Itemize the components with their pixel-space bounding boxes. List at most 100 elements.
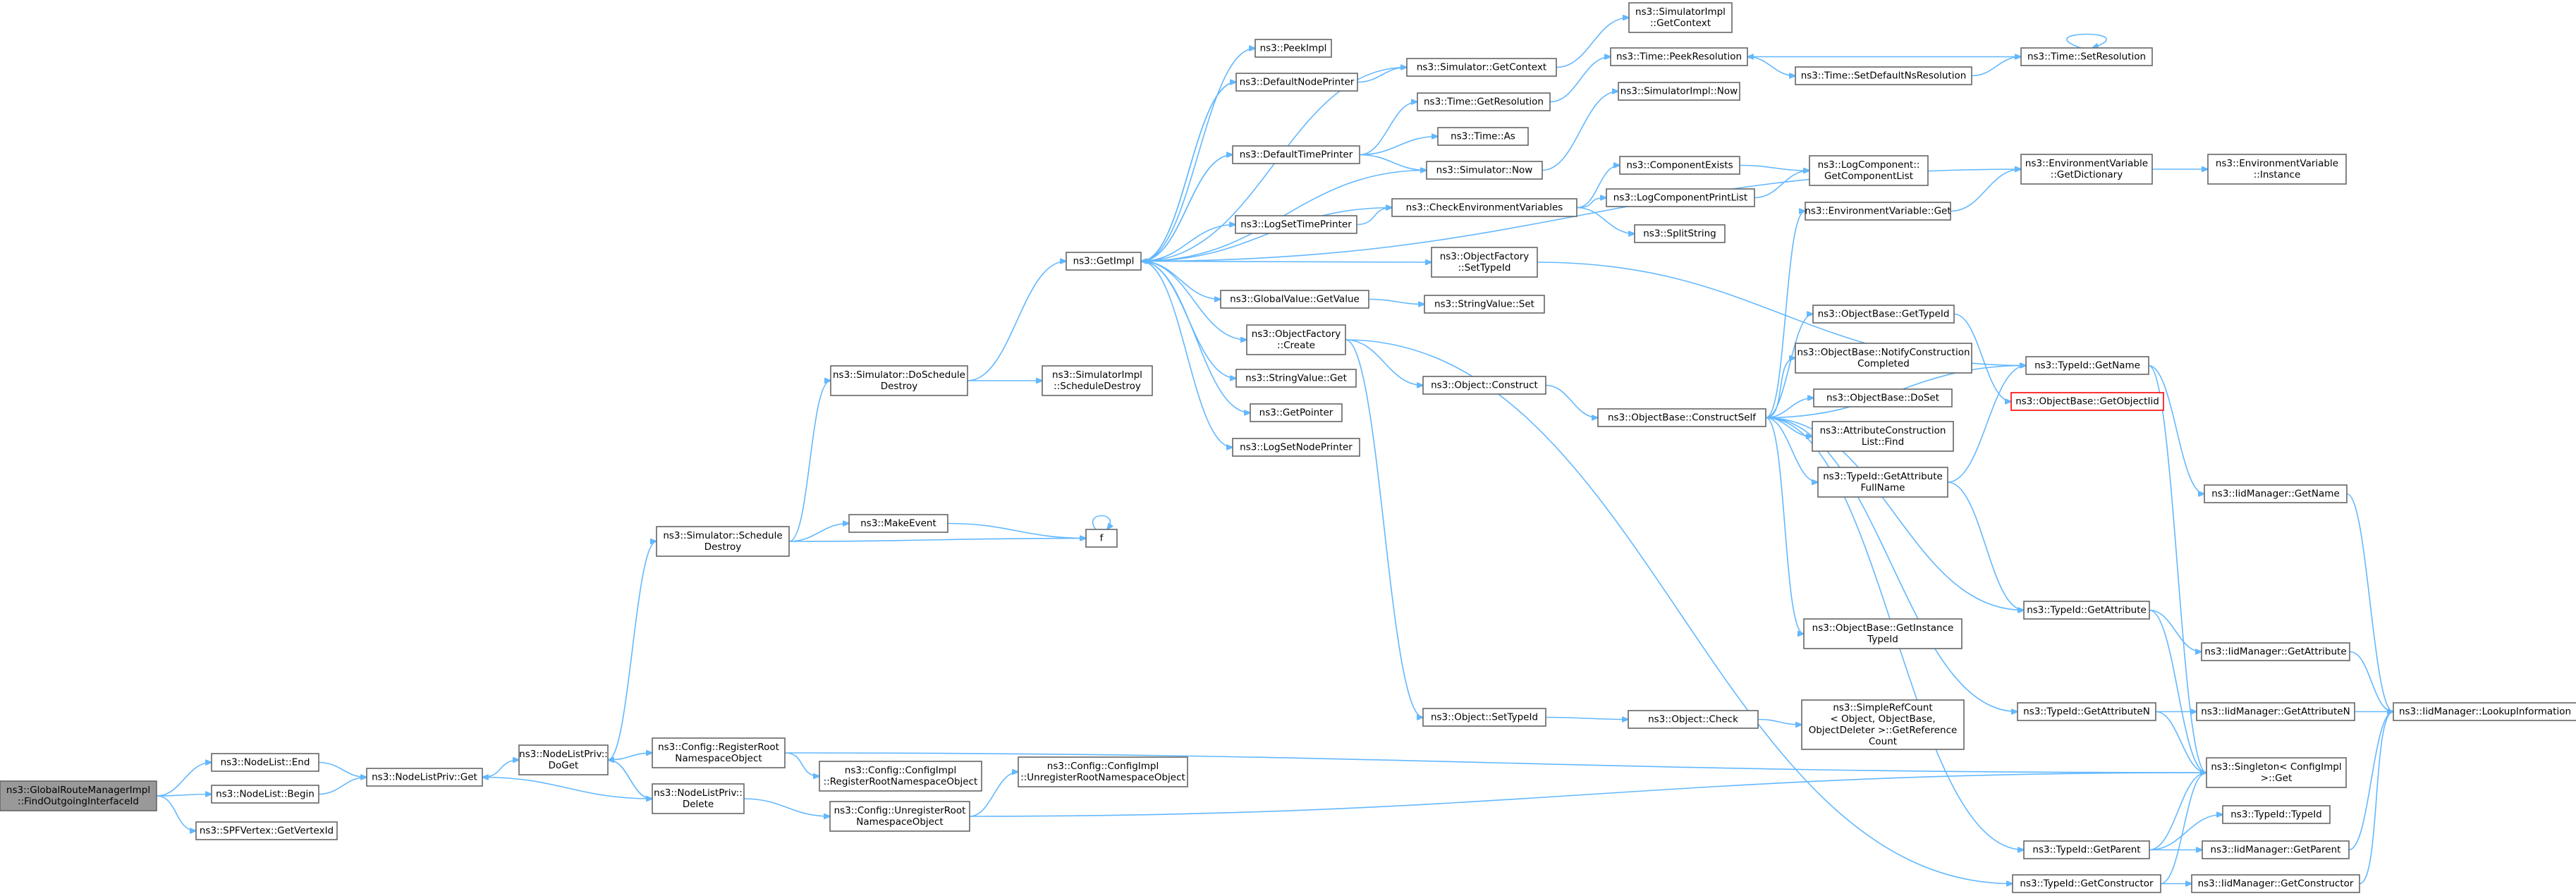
node-nodelistpriv-doget[interactable]: ns3::NodeListPriv::DoGet (518, 744, 609, 775)
node-box (2025, 356, 2149, 375)
node-logsettimeprinter[interactable]: ns3::LogSetTimePrinter (1235, 215, 1357, 234)
node-label-line: ns3::IidManager::LookupInformation (2399, 706, 2571, 718)
node-stringvalue-get[interactable]: ns3::StringValue::Get (1235, 369, 1357, 388)
node-componentexists[interactable]: ns3::ComponentExists (1619, 156, 1740, 175)
node-iidmanager-getattributen[interactable]: ns3::IidManager::GetAttributeN (2196, 702, 2355, 721)
node-label-line: ns3::MakeEvent (860, 518, 936, 529)
node-iidmanager-lookupinformation[interactable]: ns3::IidManager::LookupInformation (2393, 702, 2576, 721)
node-logsetnodeprinter[interactable]: ns3::LogSetNodePrinter (1232, 438, 1360, 457)
node-label-line: ns3::TypeId::TypeId (2230, 809, 2322, 821)
node-objectbase-getobjectiid[interactable]: ns3::ObjectBase::GetObjectIid (2010, 392, 2164, 411)
edge-checkenvvars-to-componentexists (1576, 166, 1620, 209)
node-globalvalue-getvalue[interactable]: ns3::GlobalValue::GetValue (1220, 290, 1369, 309)
node-splitstring[interactable]: ns3::SplitString (1634, 224, 1726, 243)
node-typeid-getattributen[interactable]: ns3::TypeId::GetAttributeN (2017, 702, 2156, 721)
node-label-line: NamespaceObject (856, 816, 943, 828)
node-nodelist-begin[interactable]: ns3::NodeList::Begin (211, 785, 319, 804)
node-box (2201, 642, 2350, 661)
node-defaultnodeprinter[interactable]: ns3::DefaultNodePrinter (1235, 73, 1358, 92)
node-object-settypeid[interactable]: ns3::Object::SetTypeId (1422, 708, 1546, 727)
node-object-check[interactable]: ns3::Object::Check (1628, 710, 1759, 729)
node-getpointer[interactable]: ns3::GetPointer (1250, 403, 1343, 422)
node-time-getresolution[interactable]: ns3::Time::GetResolution (1417, 92, 1551, 111)
node-box (2207, 154, 2347, 185)
edge-typeid-getattribute-to-iidmanager-getattribute (2149, 609, 2202, 652)
node-simulatorimpl-getcontext[interactable]: ns3::SimulatorImpl::GetContext (1628, 2, 1733, 33)
node-objectbase-notifyconstruction[interactable]: ns3::ObjectBase::NotifyConstructionCompl… (1795, 343, 1972, 374)
node-simulatorimpl-scheduledestroy[interactable]: ns3::SimulatorImpl::ScheduleDestroy (1042, 365, 1153, 396)
node-time-as[interactable]: ns3::Time::As (1437, 127, 1529, 146)
edge-logsettimeprinter-to-checkenvvars (1356, 208, 1392, 226)
node-objectbase-gettypeid[interactable]: ns3::ObjectBase::GetTypeId (1812, 305, 1955, 324)
node-objectfactory-create[interactable]: ns3::ObjectFactory::Create (1246, 324, 1346, 355)
edge-globalvalue-getvalue-to-stringvalue-set (1368, 298, 1424, 305)
node-box (1424, 295, 1545, 314)
node-label-line: ns3::TypeId::GetAttribute (1823, 471, 1943, 482)
node-config-unregisterroot[interactable]: ns3::Config::UnregisterRootNamespaceObje… (829, 801, 970, 832)
node-object-construct[interactable]: ns3::Object::Construct (1422, 376, 1546, 395)
node-simulator-getcontext[interactable]: ns3::Simulator::GetContext (1406, 58, 1557, 77)
node-configimpl-registerroot[interactable]: ns3::Config::ConfigImpl::RegisterRootNam… (819, 761, 982, 792)
edge-config-registerroot-to-configimpl-registerroot (784, 752, 819, 776)
node-label-line: ns3::GetPointer (1259, 407, 1333, 419)
node-label-line: ns3::TypeId::GetName (2034, 360, 2140, 372)
node-box (1018, 756, 1188, 787)
node-label-line: ns3::LogComponentPrintList (1613, 192, 1747, 204)
node-envvar-getdictionary[interactable]: ns3::EnvironmentVariable::GetDictionary (2020, 154, 2153, 185)
node-label-line: < Object, ObjectBase, (1830, 713, 1935, 725)
edge-simulator-scheduledestroy-to-makeevent (788, 524, 849, 542)
node-typeid-typeid[interactable]: ns3::TypeId::TypeId (2222, 805, 2331, 824)
node-iidmanager-getparent[interactable]: ns3::IidManager::GetParent (2202, 840, 2350, 859)
node-configimpl-unregisterroot[interactable]: ns3::Config::ConfigImpl::UnregisterRootN… (1018, 756, 1188, 787)
node-f[interactable]: f (1085, 529, 1118, 548)
edge-nodelistpriv-delete-to-config-unregisterroot (743, 798, 830, 816)
node-singleton-get[interactable]: ns3::Singleton< ConfigImpl >::Get (2206, 757, 2347, 788)
node-nodelist-end[interactable]: ns3::NodeList::End (211, 753, 319, 772)
node-time-setdefaultnsresolution[interactable]: ns3::Time::SetDefaultNsResolution (1795, 66, 1972, 85)
edge-objectbase-constructself-to-typeid-getattribute (1765, 417, 2024, 610)
node-iidmanager-getname[interactable]: ns3::IidManager::GetName (2204, 484, 2348, 503)
node-stringvalue-set[interactable]: ns3::StringValue::Set (1424, 295, 1545, 314)
node-time-setresolution[interactable]: ns3::Time::SetResolution (2020, 47, 2153, 66)
node-box (829, 801, 970, 832)
node-objectbase-doset[interactable]: ns3::ObjectBase::DoSet (1813, 388, 1953, 407)
node-label-line: ns3::SimulatorImpl (1052, 369, 1142, 381)
node-typeid-getparent[interactable]: ns3::TypeId::GetParent (2023, 840, 2150, 859)
node-makeevent[interactable]: ns3::MakeEvent (848, 514, 948, 533)
node-simulator-scheduledestroy[interactable]: ns3::Simulator::ScheduleDestroy (656, 526, 790, 557)
node-typeid-getattribute[interactable]: ns3::TypeId::GetAttribute (2023, 601, 2150, 620)
node-label-line: ns3::SimulatorImpl (1635, 6, 1726, 18)
node-defaulttimeprinter[interactable]: ns3::DefaultTimePrinter (1232, 145, 1360, 164)
node-config-registerroot[interactable]: ns3::Config::RegisterRootNamespaceObject (652, 737, 786, 768)
node-typeid-getname[interactable]: ns3::TypeId::GetName (2025, 356, 2149, 375)
node-envvar-get[interactable]: ns3::EnvironmentVariable::Get (1805, 202, 1951, 221)
node-checkenvvars[interactable]: ns3::CheckEnvironmentVariables (1391, 198, 1577, 217)
edge-typeid-getparent-to-typeid-typeid (2149, 815, 2223, 851)
node-simulatorimpl-now[interactable]: ns3::SimulatorImpl::Now (1618, 82, 1740, 101)
node-simplerefcount-getreferencecount[interactable]: ns3::SimpleRefCount< Object, ObjectBase,… (1801, 699, 1965, 750)
node-box (2196, 702, 2355, 721)
node-simulator-now[interactable]: ns3::Simulator::Now (1426, 161, 1543, 180)
node-box (2202, 840, 2350, 859)
node-box (1628, 710, 1759, 729)
node-root[interactable]: ns3::GlobalRouteManagerImpl::FindOutgoin… (0, 780, 157, 811)
node-spf-getvertexid[interactable]: ns3::SPFVertex::GetVertexId (195, 821, 338, 840)
node-nodelistpriv-delete[interactable]: ns3::NodeListPriv::Delete (652, 783, 745, 814)
node-time-peekresolution[interactable]: ns3::Time::PeekResolution (1610, 47, 1748, 66)
node-envvar-instance[interactable]: ns3::EnvironmentVariable::Instance (2207, 154, 2347, 185)
node-logcomponentprintlist[interactable]: ns3::LogComponentPrintList (1606, 188, 1755, 207)
node-typeid-getconstructor[interactable]: ns3::TypeId::GetConstructor (2012, 874, 2161, 893)
node-logcomponent-getcomponentlist[interactable]: ns3::LogComponent::GetComponentList (1809, 155, 1929, 186)
node-getimpl[interactable]: ns3::GetImpl (1066, 252, 1142, 271)
edge-makeevent-to-f (947, 522, 1086, 539)
node-nodelistpriv-get[interactable]: ns3::NodeListPriv::Get (366, 768, 483, 787)
node-objectfactory-settypeid[interactable]: ns3::ObjectFactory::SetTypeId (1431, 247, 1538, 278)
node-iidmanager-getconstructor[interactable]: ns3::IidManager::GetConstructor (2191, 874, 2360, 893)
node-peekimpl[interactable]: ns3::PeekImpl (1255, 39, 1332, 58)
node-iidmanager-getattribute[interactable]: ns3::IidManager::GetAttribute (2201, 642, 2350, 661)
node-objectbase-constructself[interactable]: ns3::ObjectBase::ConstructSelf (1597, 408, 1766, 427)
